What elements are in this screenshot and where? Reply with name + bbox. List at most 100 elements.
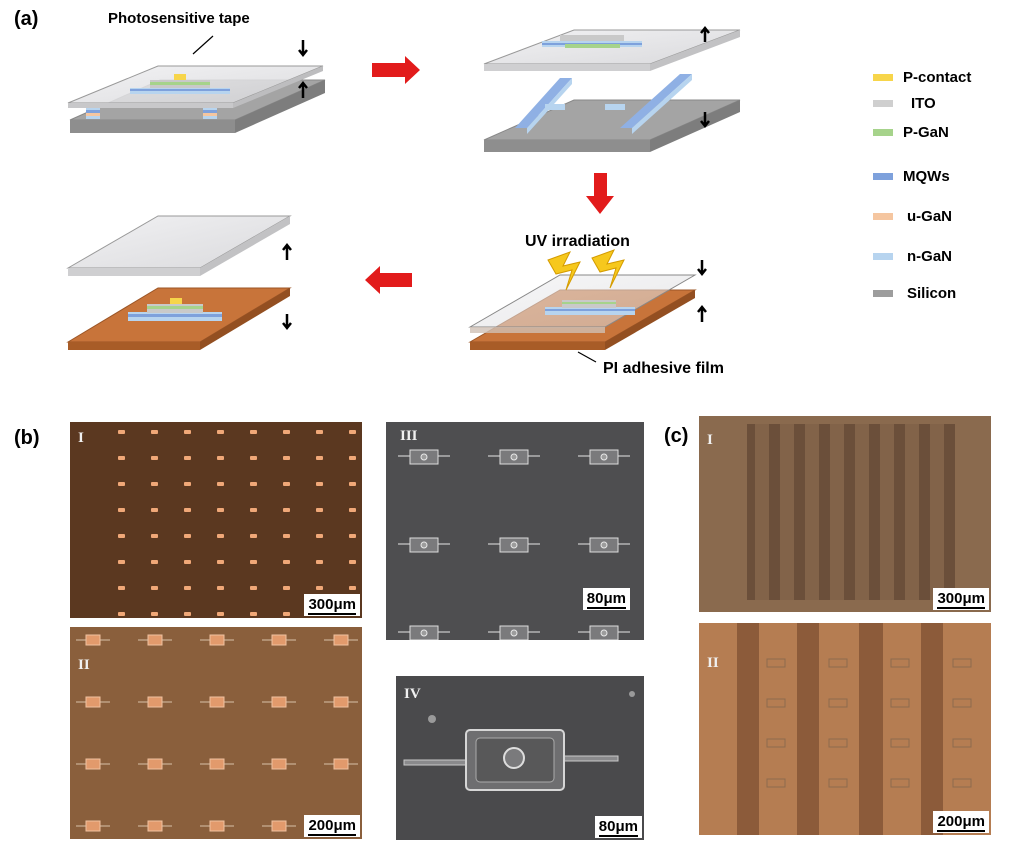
- device-spot: [118, 612, 125, 616]
- device-chip: [147, 758, 163, 770]
- device-outline: [952, 658, 972, 668]
- down-arrow-icon: [298, 40, 308, 58]
- device-spot: [316, 508, 323, 512]
- image-index-label: III: [400, 428, 418, 444]
- device-spot: [250, 534, 257, 538]
- up-arrow-icon: [282, 242, 292, 260]
- device-spot: [118, 560, 125, 564]
- device-spot: [151, 612, 158, 616]
- ito-swatch-icon: [873, 99, 893, 107]
- device-spot: [151, 508, 158, 512]
- device-contact: [510, 453, 518, 461]
- image-index-label: II: [78, 657, 90, 673]
- device-spot: [349, 508, 356, 512]
- device-spot: [250, 560, 257, 564]
- device-chip: [271, 820, 287, 832]
- u-gan-swatch-icon: [873, 212, 893, 220]
- device-spot: [217, 482, 224, 486]
- device-spot: [151, 560, 158, 564]
- p-contact-swatch-icon: [873, 73, 893, 81]
- legend-item: u-GaN: [873, 207, 952, 225]
- up-arrow-icon: [700, 25, 710, 42]
- device-chip: [333, 758, 349, 770]
- stripe: [805, 424, 819, 600]
- up-arrow-icon: [697, 304, 707, 322]
- device-spot: [349, 456, 356, 460]
- legend-item: P-GaN: [873, 123, 949, 141]
- micrograph-b-i: I 300μm: [70, 422, 362, 618]
- scale-bar-text: 300μm: [308, 596, 356, 615]
- device-contact: [600, 453, 608, 461]
- process-arrow-left-icon: [365, 266, 412, 294]
- device-spot: [316, 482, 323, 486]
- legend-item: n-GaN: [873, 247, 952, 265]
- device-outline: [766, 738, 786, 748]
- up-arrow-icon: [298, 80, 308, 98]
- device-spot: [118, 586, 125, 590]
- device-spot: [349, 560, 356, 564]
- device-spot: [283, 560, 290, 564]
- device-spot: [151, 482, 158, 486]
- photosensitive-tape-callout: Photosensitive tape: [108, 10, 250, 27]
- device-spot: [217, 508, 224, 512]
- legend-item: P-contact: [873, 68, 971, 86]
- legend-item: ITO: [873, 94, 936, 112]
- legend-label: MQWs: [903, 167, 950, 185]
- legend-label: ITO: [911, 94, 936, 112]
- device-spot: [316, 430, 323, 434]
- device-spot: [184, 456, 191, 460]
- scale-bar-text: 300μm: [937, 590, 985, 609]
- device-spot: [250, 508, 257, 512]
- panel-a-label: (a): [14, 8, 39, 30]
- stripe: [859, 623, 883, 835]
- down-arrow-icon: [700, 112, 710, 129]
- device-chip: [333, 634, 349, 646]
- scale-bar: 80μm: [582, 588, 630, 610]
- device-spot: [118, 456, 125, 460]
- panel-b-label: (b): [14, 427, 40, 449]
- device-chip: [209, 634, 225, 646]
- legend-label: P-contact: [903, 68, 972, 86]
- stripe: [921, 623, 943, 835]
- device-contact: [420, 453, 428, 461]
- device-chip: [271, 758, 287, 770]
- device-spot: [316, 456, 323, 460]
- stripe-region: [747, 424, 955, 600]
- device-spot: [184, 508, 191, 512]
- device-spot: [283, 534, 290, 538]
- device-spot: [349, 430, 356, 434]
- micrograph-b-iii: III 80μm: [386, 422, 644, 640]
- device-spot: [283, 456, 290, 460]
- device-spot: [349, 534, 356, 538]
- device-spot: [250, 456, 257, 460]
- step1-assembly: [67, 65, 326, 133]
- device-spot: [283, 586, 290, 590]
- device-contact: [510, 541, 518, 549]
- device-spot: [349, 482, 356, 486]
- legend-item: Silicon: [873, 284, 956, 302]
- device-spot: [316, 586, 323, 590]
- device-spot: [184, 586, 191, 590]
- device-outline: [828, 738, 848, 748]
- device-outline: [890, 738, 910, 748]
- device-outline: [766, 658, 786, 668]
- scale-bar: 200μm: [304, 815, 360, 837]
- image-index-label: I: [707, 432, 713, 448]
- pi-adhesive-film-callout: PI adhesive film: [603, 360, 724, 377]
- stripe: [830, 424, 844, 600]
- lightning-icon: [591, 249, 625, 289]
- scale-bar-text: 80μm: [598, 818, 638, 837]
- device-outline: [828, 698, 848, 708]
- legend-item: MQWs: [873, 167, 950, 185]
- scale-bar-text: 80μm: [586, 590, 626, 609]
- device-chip: [333, 696, 349, 708]
- device-contact: [420, 629, 428, 637]
- device-contact: [600, 629, 608, 637]
- device-outline: [952, 738, 972, 748]
- device-spot: [217, 456, 224, 460]
- device-chip: [85, 696, 101, 708]
- down-arrow-icon: [697, 260, 707, 277]
- legend-label: P-GaN: [903, 123, 949, 141]
- device-spot: [316, 534, 323, 538]
- device-spot: [250, 482, 257, 486]
